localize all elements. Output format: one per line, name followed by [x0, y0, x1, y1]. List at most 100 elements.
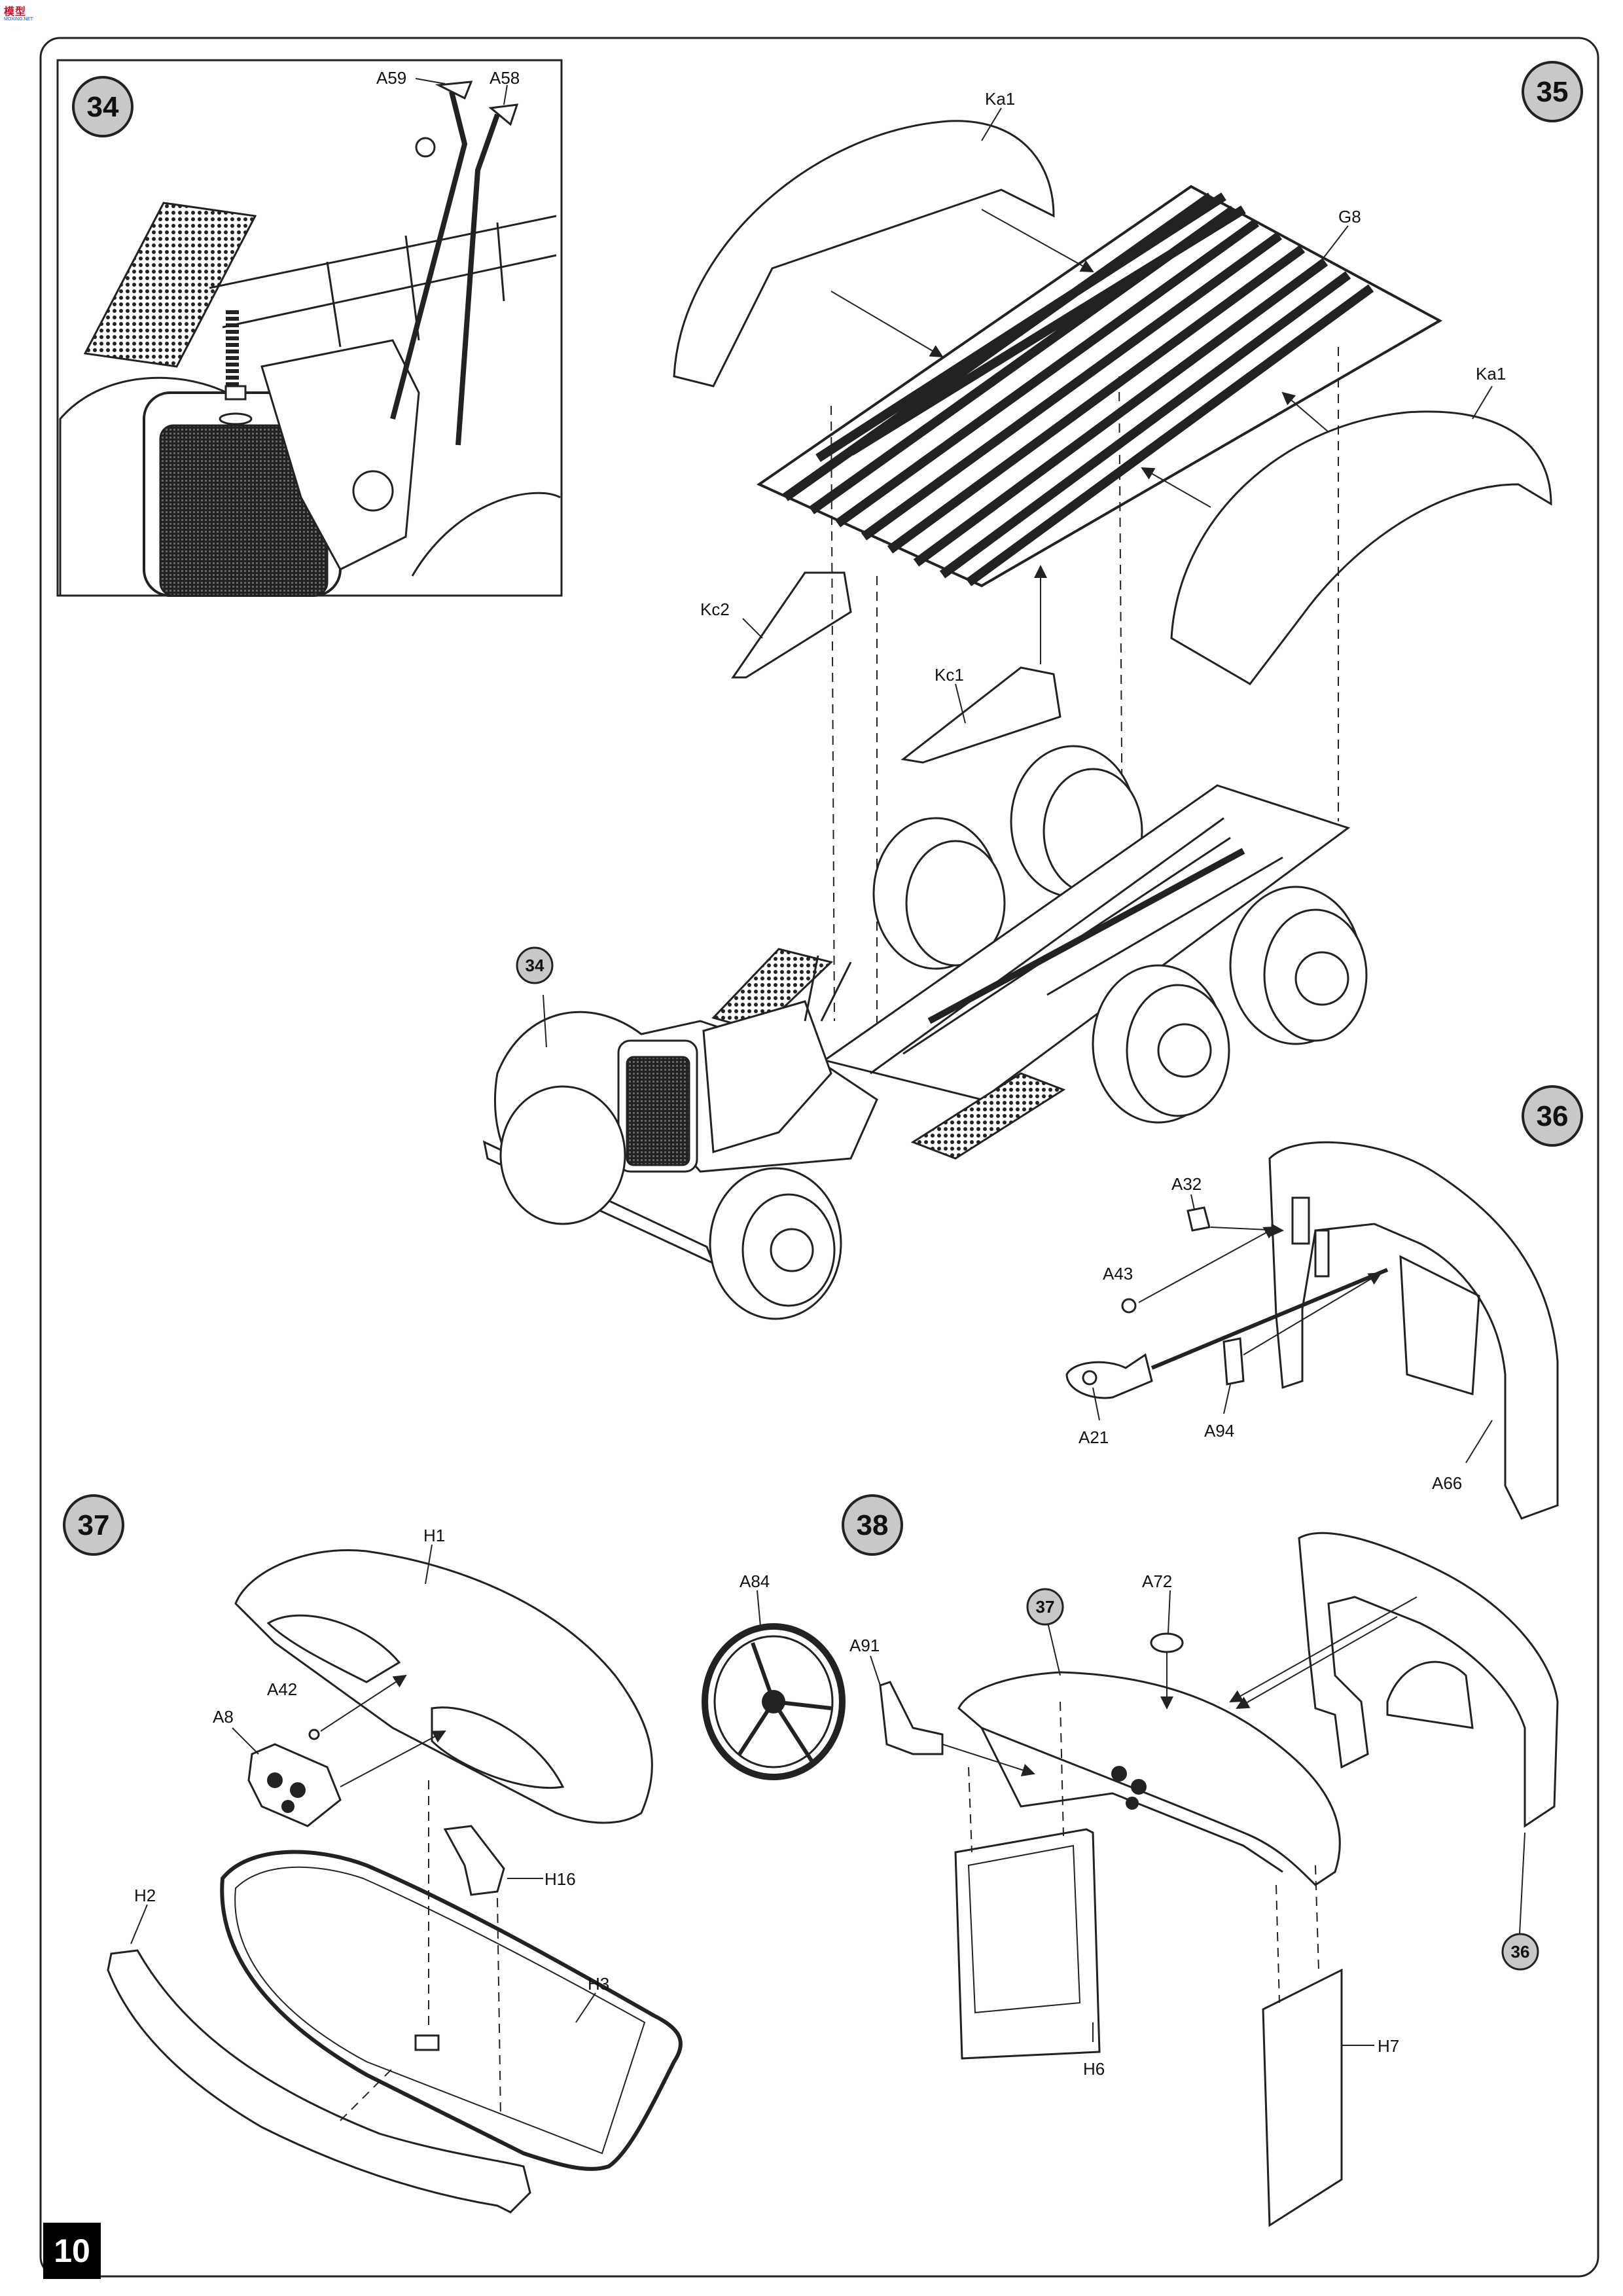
logo-subtext: MOXING.NET — [4, 17, 33, 22]
leader-a21 — [1092, 1387, 1100, 1421]
part-h3 — [220, 1850, 683, 2171]
label-a91: A91 — [849, 1636, 880, 1655]
label-a58: A58 — [490, 68, 520, 88]
arrow-ka1-right-1 — [1281, 391, 1329, 433]
chassis-rail — [209, 215, 557, 348]
leader-h3 — [575, 1992, 596, 2023]
leader-ref-36 — [1519, 1832, 1525, 1935]
brake-lever-a58 — [455, 113, 500, 446]
part-a59 — [435, 81, 473, 100]
label-ka1-right: Ka1 — [1476, 364, 1506, 384]
truck-chassis — [482, 745, 1368, 1320]
arrow-cab-back-1 — [1229, 1596, 1418, 1702]
label-kc1: Kc1 — [935, 665, 964, 685]
dash-h6 — [968, 1767, 972, 1853]
ref-badge-34 — [516, 946, 554, 984]
label-a59: A59 — [376, 68, 406, 88]
step-badge-34 — [72, 76, 134, 137]
page-frame — [39, 37, 1599, 2278]
leader-kc1 — [955, 683, 966, 724]
radiator-cap — [224, 385, 247, 401]
label-h1: H1 — [423, 1526, 445, 1545]
arrow-a8 — [340, 1731, 446, 1787]
ref-number-36: 36 — [1511, 1942, 1530, 1962]
cab-back-wheel-arch — [1386, 1660, 1474, 1729]
step-badge-37 — [63, 1494, 124, 1556]
dashboard-gauge-3 — [1126, 1797, 1139, 1810]
label-a42: A42 — [267, 1679, 297, 1699]
part-a84 — [702, 1623, 846, 1780]
a21-hole — [1082, 1370, 1097, 1386]
label-a8: A8 — [213, 1707, 234, 1727]
radiator-badge — [219, 412, 253, 425]
dash-line-1 — [830, 405, 835, 1022]
dash-h7 — [1275, 1884, 1280, 2003]
label-a66: A66 — [1432, 1473, 1462, 1493]
leader-ka1-right — [1472, 386, 1493, 420]
part-a42 — [308, 1729, 320, 1740]
part-kc2 — [731, 571, 852, 679]
part-a43 — [1121, 1298, 1137, 1314]
step-number-38: 38 — [857, 1509, 889, 1541]
arrow-ka1-top — [981, 209, 1094, 272]
part-a94 — [1222, 1337, 1245, 1386]
a8-gauge-3 — [281, 1800, 294, 1813]
leader-a8 — [232, 1727, 259, 1755]
dashboard-gauge-1 — [1111, 1766, 1127, 1782]
dash-h7-2 — [1315, 1865, 1319, 1971]
h6-window — [967, 1844, 1081, 2014]
shift-knob — [415, 137, 436, 158]
rear-fender — [411, 492, 561, 577]
ref-badge-37 — [1026, 1588, 1064, 1626]
leader-a58 — [503, 84, 508, 105]
step-badge-36 — [1522, 1085, 1583, 1147]
leader-a94 — [1223, 1384, 1231, 1414]
cab-back-assembly — [1298, 1532, 1559, 1828]
part-a66 — [1268, 1141, 1559, 1520]
ref-number-37: 37 — [1036, 1597, 1055, 1617]
engine-block — [260, 339, 420, 571]
label-h2: H2 — [134, 1886, 156, 1905]
part-h7 — [1262, 1968, 1343, 2227]
part-a58 — [488, 103, 519, 126]
label-h16: H16 — [544, 1869, 576, 1889]
part-h3-inner — [234, 1866, 646, 2155]
dashboard-gauge-2 — [1131, 1779, 1147, 1795]
leader-ref-37 — [1046, 1619, 1061, 1676]
part-h16 — [443, 1825, 505, 1896]
site-logo: 模型 MOXING.NET — [4, 3, 43, 25]
step-number-36: 36 — [1537, 1100, 1569, 1132]
leader-h1 — [425, 1544, 433, 1585]
step-badge-35 — [1522, 61, 1583, 122]
part-a32 — [1186, 1206, 1211, 1232]
part-h2 — [107, 1949, 531, 2214]
arrow-a94 — [1243, 1272, 1382, 1355]
h3-tab-1 — [414, 2034, 440, 2051]
arrow-a42 — [320, 1674, 407, 1732]
part-a72 — [1150, 1632, 1184, 1653]
label-a21: A21 — [1079, 1427, 1109, 1447]
arrow-a91 — [942, 1744, 1035, 1777]
step-38-panel: 38 A84 A91 A72 37 36 — [702, 1494, 1559, 2227]
running-board-mesh — [83, 202, 257, 368]
dash-h16-h3 — [497, 1897, 501, 2118]
leader-g8 — [1315, 225, 1349, 269]
label-g8: G8 — [1338, 207, 1361, 226]
gear-lever-a59 — [390, 91, 468, 420]
label-h7: H7 — [1378, 2036, 1399, 2056]
step-number-35: 35 — [1537, 76, 1569, 108]
leader-a59 — [415, 78, 446, 84]
a21-rod — [1150, 1268, 1389, 1370]
part-kc1 — [901, 666, 1061, 764]
label-a72: A72 — [1142, 1571, 1172, 1591]
hinge-plates — [1291, 1196, 1330, 1278]
a8-gauge-2 — [290, 1782, 306, 1798]
page-number: 10 — [43, 2223, 101, 2279]
door-opening — [1399, 1255, 1480, 1395]
a84-hub — [762, 1690, 785, 1713]
label-a32: A32 — [1171, 1174, 1202, 1194]
part-h1 — [234, 1549, 653, 1824]
ref-number-34: 34 — [526, 956, 544, 975]
engine-pulley — [352, 470, 394, 512]
arrow-ka1-right-2 — [1141, 467, 1211, 508]
